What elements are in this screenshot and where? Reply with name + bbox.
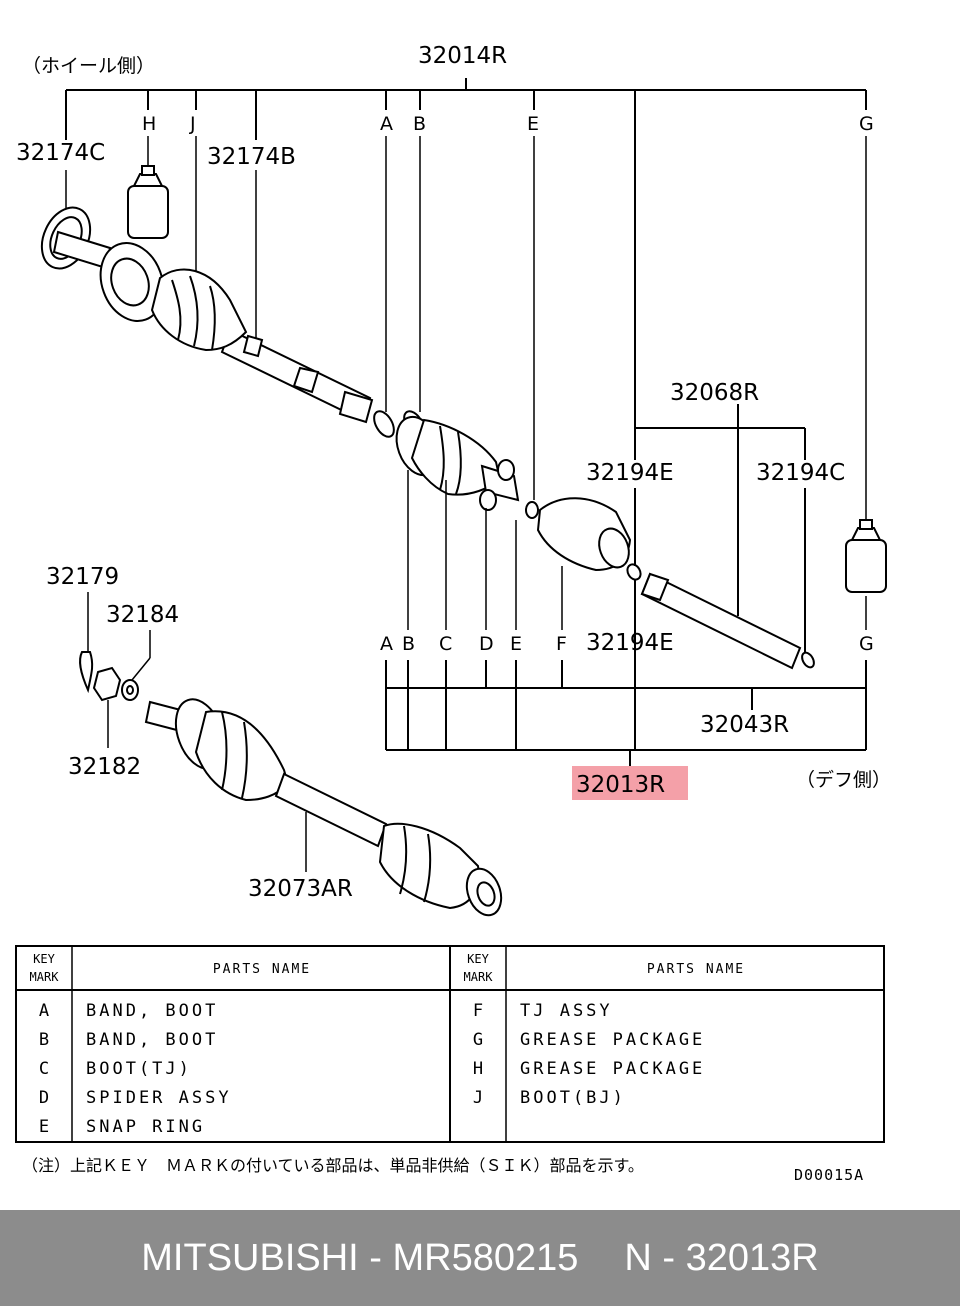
table-header-key-right-1: KEY <box>467 952 489 966</box>
part-label-32073AR: 32073AR <box>248 876 353 902</box>
key-mark-a-bottom: A <box>380 633 393 655</box>
key-mark-j-top: J <box>189 113 196 135</box>
table-left-name: BAND, BOOT <box>86 1030 218 1050</box>
table-right-key: H <box>473 1059 483 1079</box>
key-mark-g-bottom: G <box>859 633 874 655</box>
table-left-key: D <box>39 1088 49 1108</box>
table-right-name: GREASE PACKAGE <box>520 1030 705 1050</box>
table-left-name: SNAP RING <box>86 1117 205 1137</box>
table-left-name: SPIDER ASSY <box>86 1088 232 1108</box>
parts-diagram: （ホイール側） 32014R H J A B E G 32174C 32174B <box>15 43 891 1184</box>
table-header-name-right: PARTS NAME <box>647 962 745 977</box>
part-label-32194E-top: 32194E <box>586 460 674 486</box>
bracket-32043R-32013R <box>385 660 867 766</box>
leader-lines-bottom <box>407 470 867 630</box>
footer-bar: MITSUBISHI - MR580215 N - 32013R <box>0 1210 960 1306</box>
bracket-32068R <box>634 404 806 660</box>
bracket-32014R <box>65 78 867 460</box>
table-left-key: C <box>39 1059 49 1079</box>
footer-ref: N - 32013R <box>624 1236 819 1279</box>
key-mark-c-bottom: C <box>439 633 452 655</box>
drive-shaft-upper-illustration <box>40 206 815 670</box>
key-mark-b-bottom: B <box>402 633 415 655</box>
highlight-32013R <box>572 766 688 800</box>
table-header-key-left-1: KEY <box>33 952 55 966</box>
table-right-name: BOOT(BJ) <box>520 1088 626 1108</box>
key-mark-h-top: H <box>142 113 156 135</box>
key-mark-e-bottom: E <box>510 633 522 655</box>
grease-package-g-icon <box>845 519 887 593</box>
wheel-side-label: （ホイール側） <box>22 55 155 77</box>
table-left-name: BAND, BOOT <box>86 1001 218 1021</box>
key-mark-d-bottom: D <box>479 633 494 655</box>
table-right-key: F <box>473 1001 483 1021</box>
table-right-key: G <box>473 1030 483 1050</box>
part-label-32043R: 32043R <box>700 712 789 738</box>
part-label-32068R: 32068R <box>670 380 759 406</box>
key-mark-g-top: G <box>859 113 874 135</box>
table-note: （注）上記ＫＥＹ ＭＡＲＫの付いている部品は、単品非供給（ＳＩＫ）部品を示す。 <box>22 1156 644 1175</box>
part-label-32194C: 32194C <box>756 460 845 486</box>
key-mark-a-top: A <box>380 113 393 135</box>
key-mark-e-top: E <box>527 113 539 135</box>
grease-package-h-icon <box>127 165 169 239</box>
table-header-key-right-2: MARK <box>464 970 494 984</box>
diff-side-label: （デフ側） <box>796 769 891 791</box>
drive-shaft-lower-illustration <box>79 651 503 917</box>
table-right-name: TJ ASSY <box>520 1001 613 1021</box>
table-header-key-left-2: MARK <box>30 970 60 984</box>
table-header-name-left: PARTS NAME <box>213 962 311 977</box>
table-right-key: J <box>473 1088 483 1108</box>
part-label-32174C: 32174C <box>16 140 105 166</box>
part-label-32194E-bottom: 32194E <box>586 630 674 656</box>
leader-lines-lower <box>87 592 307 872</box>
key-mark-b-top: B <box>413 113 426 135</box>
leader-lines-top <box>65 136 867 525</box>
diagram-code: D00015A <box>794 1166 864 1184</box>
part-label-32014R: 32014R <box>418 43 507 69</box>
table-left-name: BOOT(TJ) <box>86 1059 192 1079</box>
key-mark-f-bottom: F <box>556 633 567 655</box>
table-right-name: GREASE PACKAGE <box>520 1059 705 1079</box>
table-left-key: E <box>39 1117 49 1137</box>
part-label-32013R: 32013R <box>576 772 665 798</box>
footer-brand-part: MITSUBISHI - MR580215 <box>141 1236 579 1279</box>
parts-table <box>15 945 885 1143</box>
table-left-key: B <box>39 1030 49 1050</box>
part-label-32182: 32182 <box>68 754 141 780</box>
part-label-32174B: 32174B <box>207 144 296 170</box>
part-label-32179: 32179 <box>46 564 119 590</box>
table-left-key: A <box>39 1001 49 1021</box>
part-label-32184: 32184 <box>106 602 179 628</box>
